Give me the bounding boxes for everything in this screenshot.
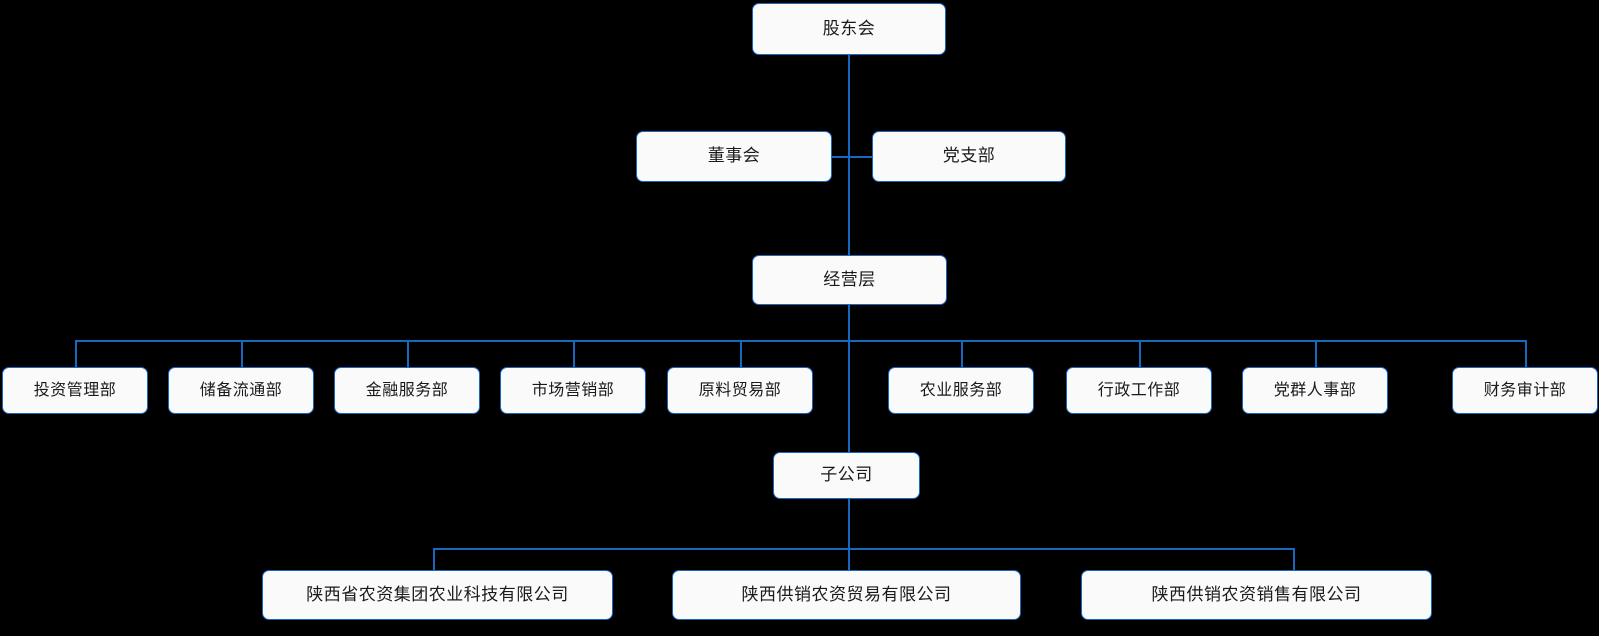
node-management[interactable]: 经营层 [752, 255, 947, 305]
node-department-investment-management[interactable]: 投资管理部 [2, 367, 148, 414]
node-department-label: 财务审计部 [1483, 381, 1567, 399]
node-department-financial-services[interactable]: 金融服务部 [334, 367, 480, 414]
node-board-of-directors-label: 董事会 [707, 146, 761, 166]
node-department-label: 行政工作部 [1097, 381, 1181, 399]
node-department-label: 农业服务部 [919, 381, 1003, 399]
node-party-branch-label: 党支部 [942, 146, 996, 166]
node-subsidiary-agritech[interactable]: 陕西省农资集团农业科技有限公司 [262, 570, 613, 620]
node-department-label: 投资管理部 [33, 381, 117, 399]
connector-department-stem-4 [573, 340, 575, 367]
node-subsidiary-sales[interactable]: 陕西供销农资销售有限公司 [1081, 570, 1432, 620]
node-department-label: 原料贸易部 [698, 381, 782, 399]
connector-department-stem-5 [740, 340, 742, 367]
connector-subsidiary-bus [433, 548, 1294, 550]
node-board-of-directors[interactable]: 董事会 [636, 131, 832, 182]
node-department-reserve-circulation[interactable]: 储备流通部 [168, 367, 314, 414]
connector-subsidiary-stem-2 [848, 548, 850, 574]
node-subsidiary-label: 陕西供销农资贸易有限公司 [741, 584, 952, 604]
connector-board-to-trunk [832, 156, 849, 158]
connector-department-stem-8 [1315, 340, 1317, 367]
node-shareholders[interactable]: 股东会 [752, 3, 946, 55]
node-subsidiary-label: 陕西供销农资销售有限公司 [1151, 584, 1362, 604]
node-department-raw-material-trade[interactable]: 原料贸易部 [667, 367, 813, 414]
connector-department-stem-7 [1139, 340, 1141, 367]
node-subsidiary-trade[interactable]: 陕西供销农资贸易有限公司 [672, 570, 1021, 620]
node-management-label: 经营层 [823, 269, 876, 289]
node-department-marketing[interactable]: 市场营销部 [500, 367, 646, 414]
node-subsidiary-label: 陕西省农资集团农业科技有限公司 [306, 584, 569, 604]
node-department-label: 党群人事部 [1273, 381, 1357, 399]
connector-department-stem-3 [407, 340, 409, 367]
node-department-label: 储备流通部 [199, 381, 283, 399]
connector-department-stem-2 [241, 340, 243, 367]
node-party-branch[interactable]: 党支部 [872, 131, 1066, 182]
connector-party-to-trunk [848, 156, 872, 158]
node-department-label: 金融服务部 [365, 381, 449, 399]
node-department-label: 市场营销部 [531, 381, 615, 399]
node-department-party-affairs-hr[interactable]: 党群人事部 [1242, 367, 1388, 414]
node-subsidiary-group[interactable]: 子公司 [773, 452, 920, 499]
connector-department-stem-1 [75, 340, 77, 367]
node-shareholders-label: 股东会 [822, 18, 876, 38]
connector-subsidiary-stem-3 [1293, 548, 1295, 574]
node-subsidiary-group-label: 子公司 [820, 465, 873, 485]
node-department-agricultural-services[interactable]: 农业服务部 [888, 367, 1034, 414]
connector-department-stem-9 [1525, 340, 1527, 367]
node-department-finance-audit[interactable]: 财务审计部 [1452, 367, 1598, 414]
connector-department-bus [75, 340, 1525, 342]
node-department-administration[interactable]: 行政工作部 [1066, 367, 1212, 414]
connector-subsidiary-stem-1 [433, 548, 435, 574]
connector-department-stem-6 [961, 340, 963, 367]
